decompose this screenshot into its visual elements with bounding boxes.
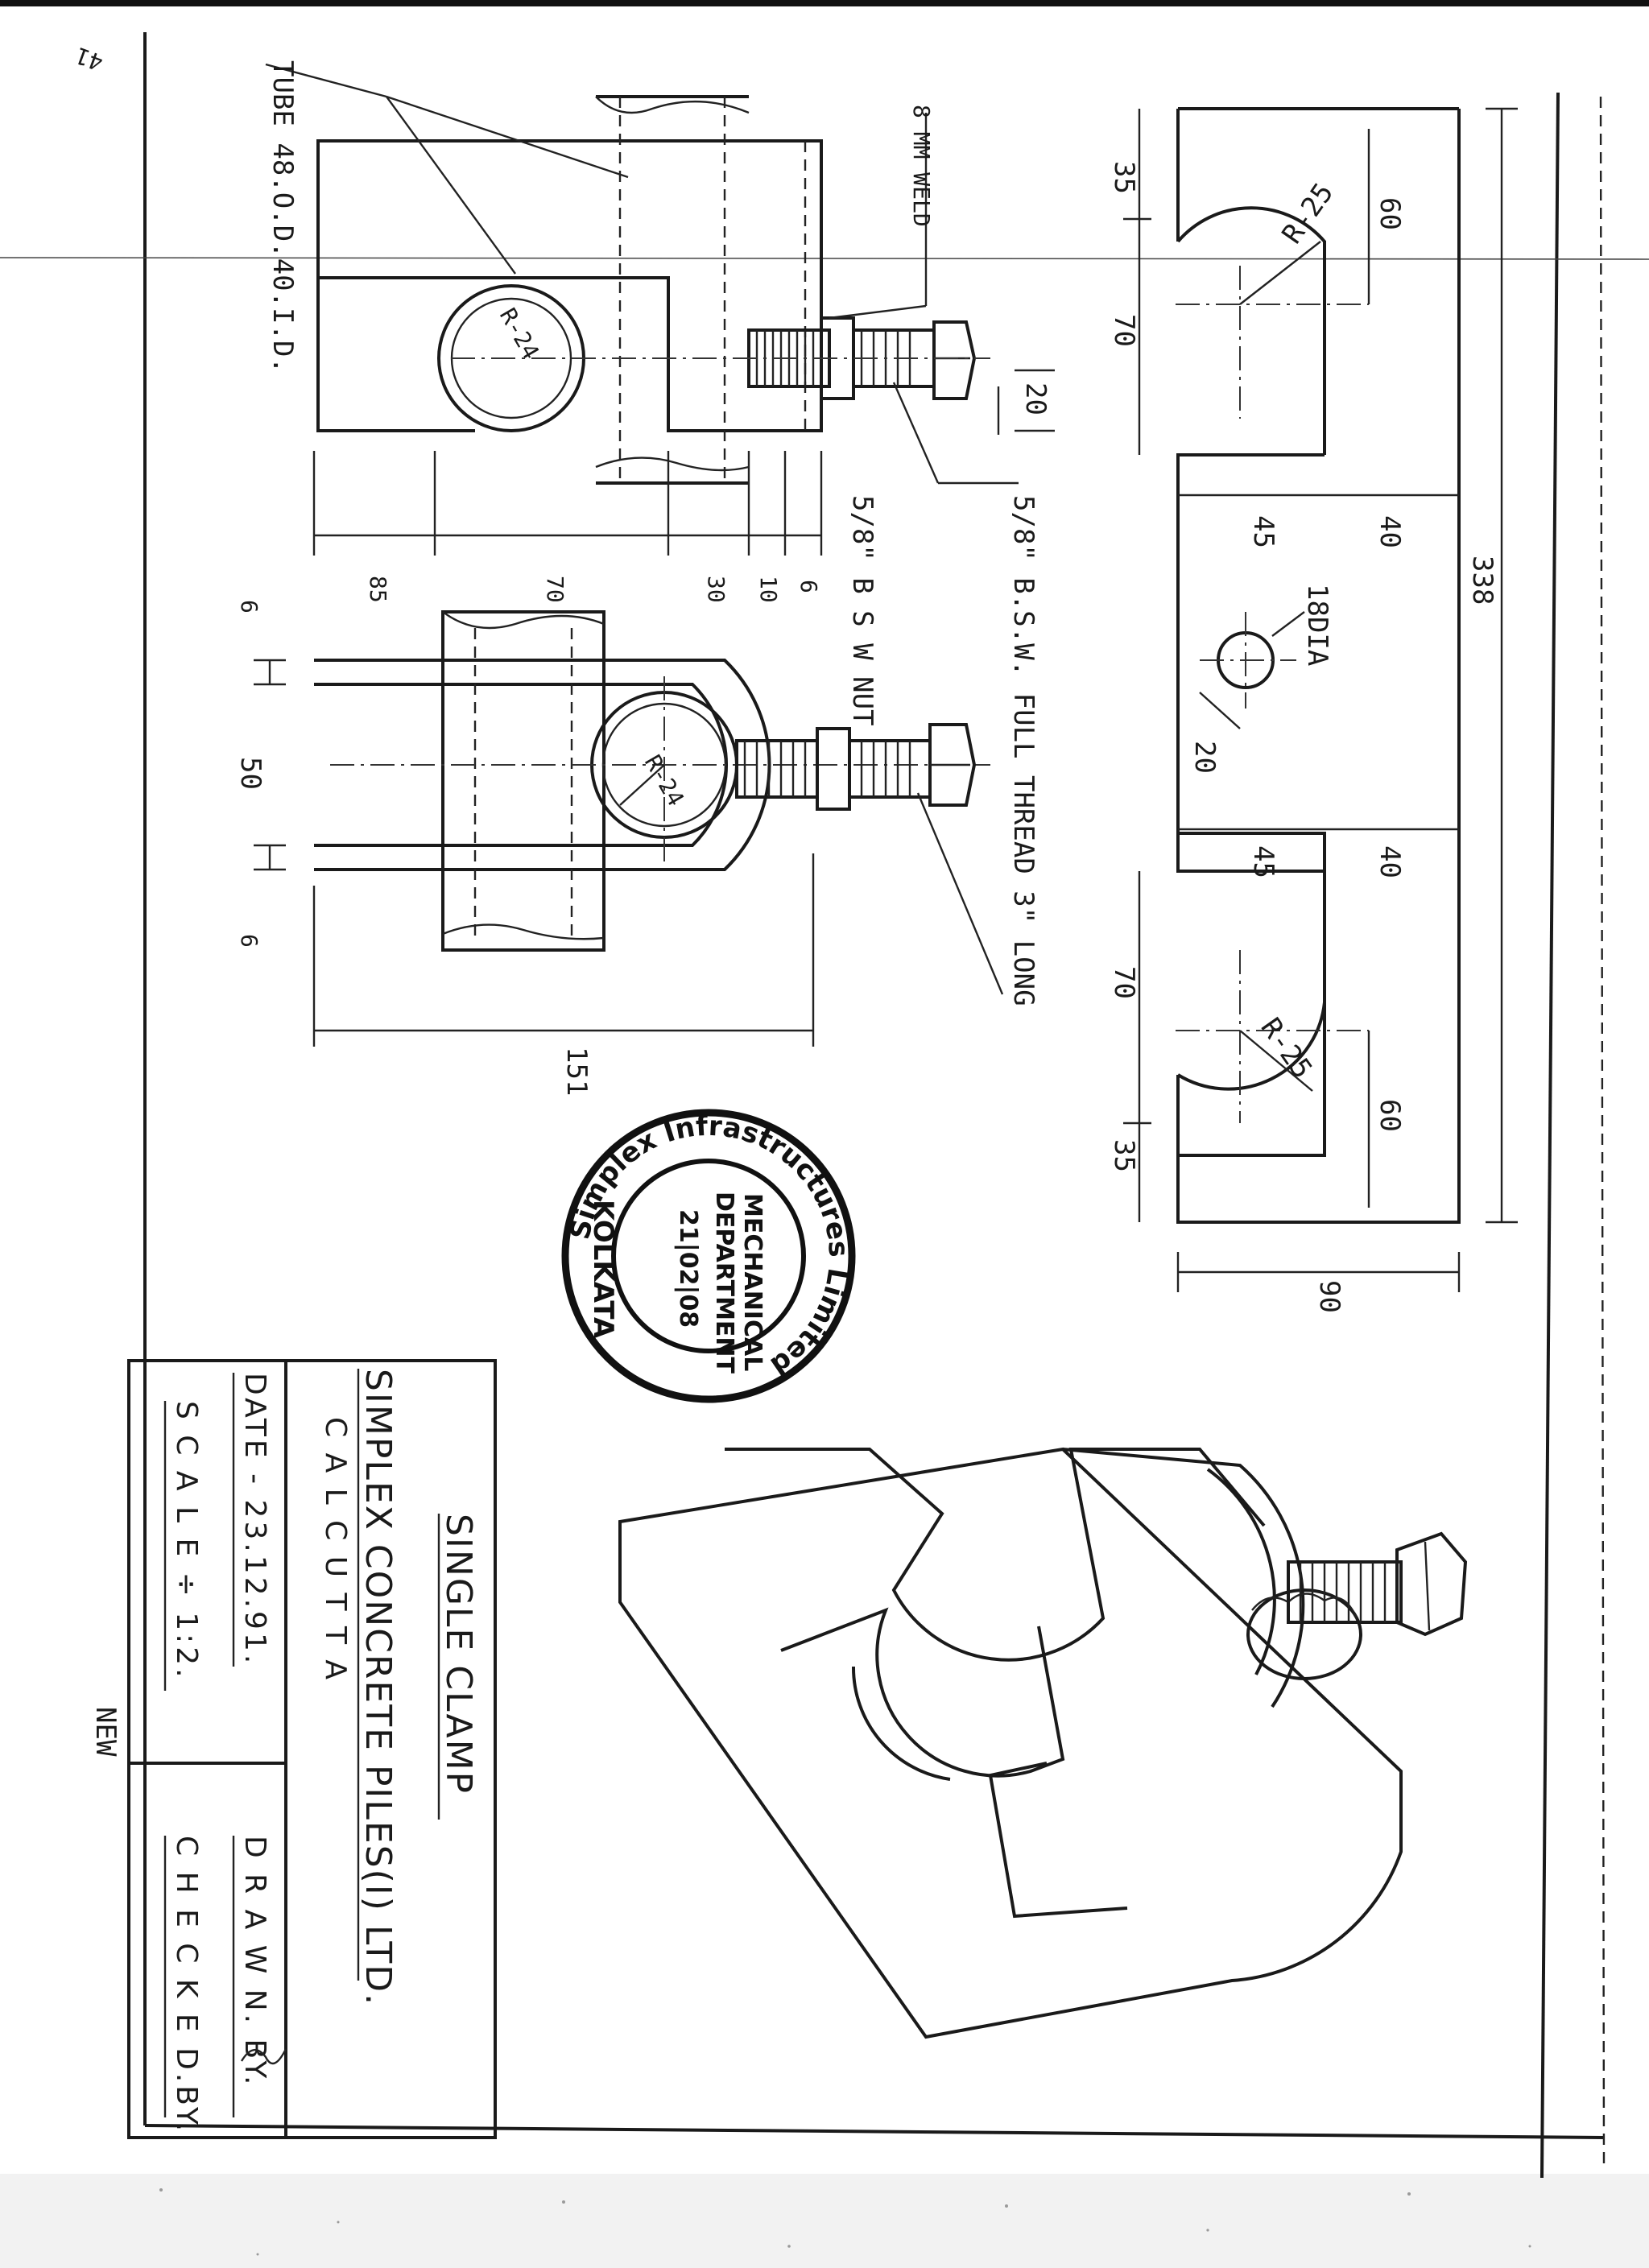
- checked-by: C H E C K E D.BY.: [170, 1836, 203, 2134]
- tube-note: TUBE 48.O.D.40.I.D.: [267, 60, 299, 374]
- plate-dimension-labels: 35 70 60 R-25 40 45 338 18DIA 20 40 45 7…: [1108, 161, 1498, 1313]
- dim-70-bot: 70: [1108, 966, 1140, 999]
- weld-note: 8 MM WELD: [908, 105, 935, 227]
- dim-35-top: 35: [1108, 161, 1140, 194]
- dim-20-bolt: 20: [1019, 382, 1052, 415]
- stamp-department-line2: DEPARTMENT: [710, 1192, 738, 1374]
- drawing-scale: S C A L E ÷ 1:2.: [170, 1401, 203, 1681]
- drawing-date: DATE - 23.12.91.: [238, 1373, 271, 1667]
- dim-35-bot: 35: [1108, 1139, 1140, 1172]
- dim-45-a: 45: [1247, 515, 1279, 548]
- drawn-by-signature: [240, 2048, 287, 2065]
- dim-40-a: 40: [1374, 515, 1406, 548]
- dim-90: 90: [1313, 1280, 1345, 1313]
- radius-24: R-24: [494, 304, 544, 364]
- dim-70-top: 70: [1108, 314, 1140, 347]
- dim-50: 50: [234, 757, 267, 790]
- margin-note: NEW: [89, 1707, 122, 1757]
- front-view-labels: R-24 6 50 6 151: [234, 600, 689, 1096]
- stamp-city: KOLKATA: [587, 1200, 619, 1339]
- thread-note: 5/8" B.S.W. FULL THREAD 3" LONG: [1007, 495, 1039, 1006]
- sheet-border: [0, 32, 1649, 2179]
- dim-45-b: 45: [1247, 845, 1279, 878]
- dim-70-side: 70: [542, 576, 568, 603]
- clamp-front-view: [254, 610, 1004, 1047]
- dim-85: 85: [365, 576, 391, 603]
- dim-60-bot: 60: [1374, 1099, 1406, 1132]
- corner-mark: 41: [72, 42, 106, 76]
- stamp-date: 21|02|08: [674, 1209, 702, 1328]
- nut-note: 5/8" B S W NUT: [846, 495, 878, 726]
- dim-6-c: 6: [236, 934, 262, 948]
- dim-20-mid: 20: [1188, 741, 1221, 774]
- dim-18-dia: 18DIA: [1301, 584, 1333, 666]
- company-name: SIMPLEX CONCRETE PILES(I) LTD.: [357, 1369, 399, 2006]
- company-city: C A L C U T T A: [319, 1417, 352, 1683]
- dim-30: 30: [703, 576, 729, 603]
- clamp-isometric-view: [618, 1447, 1468, 2039]
- drawn-by: D R A W N. BY.: [238, 1836, 271, 2088]
- department-stamp: Simplex Infrastructures Limited MECHANIC…: [561, 1109, 856, 1403]
- dim-6-b: 6: [236, 600, 262, 613]
- dim-60-top: 60: [1374, 197, 1406, 230]
- dim-6-a: 6: [796, 580, 822, 593]
- clamp-side-view: [265, 63, 1055, 556]
- dim-10: 10: [755, 576, 782, 603]
- stamp-department-line1: MECHANICAL: [738, 1193, 767, 1371]
- title-block: SINGLE CLAMP SIMPLEX CONCRETE PILES(I) L…: [127, 1359, 497, 2139]
- plate-development-view: [1123, 107, 1518, 1292]
- side-view-labels: 20 6 10 30 70 85 R-24 TUBE 48.O.D.40.I.D…: [267, 60, 1052, 1006]
- drawing-title: SINGLE CLAMP: [438, 1514, 479, 1795]
- dim-40-b: 40: [1374, 845, 1406, 878]
- dim-151: 151: [560, 1047, 593, 1096]
- dim-338: 338: [1466, 556, 1498, 605]
